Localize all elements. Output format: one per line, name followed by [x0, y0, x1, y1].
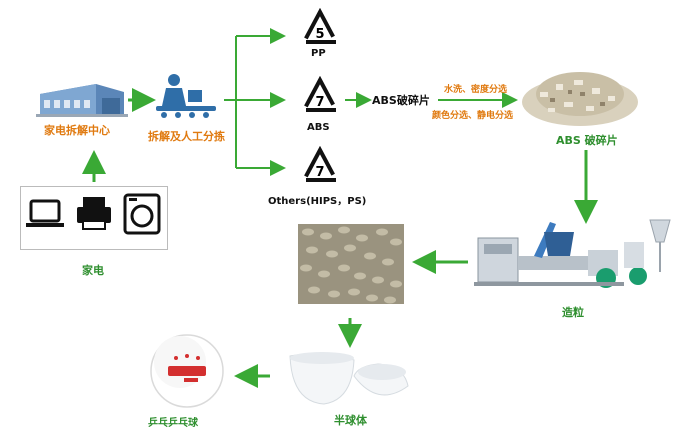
abs-flakes-image — [520, 62, 640, 128]
pelletizing-label: 造粒 — [562, 306, 584, 319]
recycle-code-7-abs-icon: 7 — [298, 75, 342, 120]
arrow-branch — [224, 36, 237, 168]
recycle-code-7-others-icon: 7 — [298, 145, 342, 190]
dismantling-center-label: 家电拆解中心 — [44, 124, 110, 137]
hemisphere-label: 半球体 — [334, 414, 367, 427]
recycle-code-7-others-text: 7 — [315, 165, 324, 180]
pp-label: PP — [311, 48, 326, 59]
sorting-worker-icon — [152, 72, 220, 120]
factory-illustration — [36, 78, 128, 118]
appliances-box — [20, 186, 168, 250]
pelletizing-machine-image — [474, 212, 680, 294]
pellets-image — [298, 224, 404, 304]
abs-crushed-label: ABS破碎片 — [372, 94, 430, 107]
recycle-code-7-abs-text: 7 — [315, 95, 324, 110]
recycle-code-5-text: 5 — [315, 27, 324, 42]
others-label: Others(HIPS，PS) — [268, 196, 367, 207]
hemisphere-image — [282, 346, 414, 410]
abs-flakes-label: ABS 破碎片 — [556, 134, 618, 147]
wash-density-label: 水洗、密度分选 — [444, 85, 508, 95]
appliances-label: 家电 — [82, 264, 104, 277]
pingpong-label: 乒乓乒乓球 — [148, 418, 198, 429]
manual-sorting-label: 拆解及人工分拣 — [148, 130, 225, 143]
pingpong-ball-image — [148, 332, 226, 410]
abs-label: ABS — [307, 122, 330, 133]
color-electro-label: 颜色分选、静电分选 — [432, 111, 514, 121]
recycle-code-5-icon: 5 — [298, 7, 342, 52]
